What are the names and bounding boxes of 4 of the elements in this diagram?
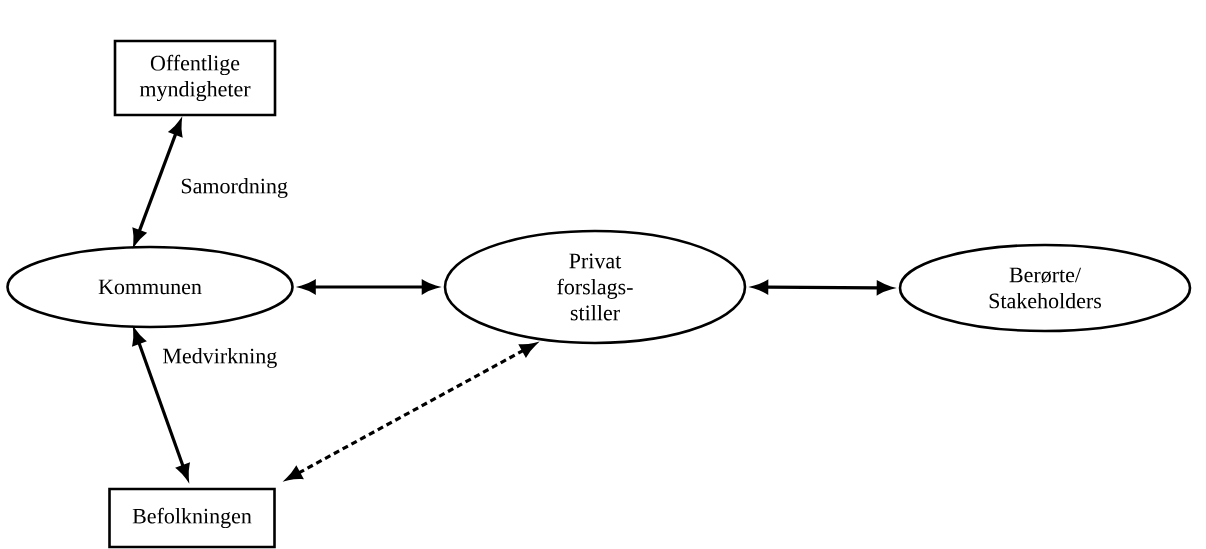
process-box: Offentlige myndigheter <box>113 39 277 117</box>
edge-label: Medvirkning <box>160 346 280 370</box>
edge-label: Samordning <box>178 176 290 200</box>
process-box: Befolkningen <box>108 487 276 549</box>
